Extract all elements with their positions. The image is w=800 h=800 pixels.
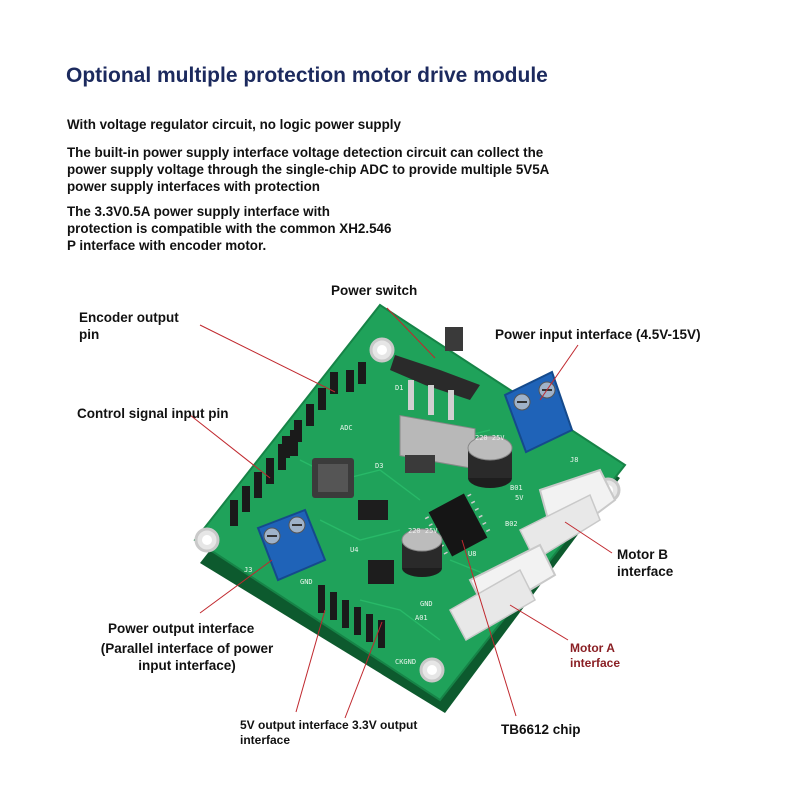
motor-a-connector [448, 543, 557, 642]
chip-u4 [368, 560, 394, 584]
silk-label: U4 [350, 546, 358, 554]
label-line: (Parallel interface of power [100, 641, 274, 656]
silk-label: B01 [510, 484, 523, 492]
leader-5v [295, 609, 326, 713]
label-tb6612: TB6612 chip [501, 722, 581, 737]
label-line: interface [617, 564, 674, 579]
silk-label: D1 [395, 384, 403, 392]
page-title: Optional multiple protection motor drive… [66, 64, 548, 87]
label-power-output: Power output interface [108, 621, 255, 636]
feature-voltage-regulator: With voltage regulator circuit, no logic… [67, 116, 401, 133]
silk-label: CKGND [395, 658, 416, 666]
leader-tb6612 [461, 539, 517, 717]
leader-control-signal [189, 414, 271, 479]
label-power-switch: Power switch [331, 283, 418, 298]
cap-marking: 220 25V [408, 527, 438, 535]
voltage-output-pins [318, 585, 385, 648]
silk-label: GND [300, 578, 313, 586]
leader-lines [189, 307, 613, 719]
cap-marking: 220 25V [475, 434, 505, 442]
feature-line: P interface with encoder motor. [67, 238, 267, 253]
control-pin-header [230, 430, 298, 526]
silkscreen-text: J3 J8 ADC GND U8 U4 D1 D3 B01 B02 A01 5V… [244, 384, 578, 666]
leader-motor-b [564, 521, 613, 554]
label-motor-a: Motor A interface [570, 641, 620, 671]
label-line: interface [240, 733, 291, 747]
tb6612-chip [424, 493, 491, 557]
mounting-holes [194, 337, 621, 683]
power-input-terminal [503, 370, 574, 454]
label-line: Motor B [617, 547, 668, 562]
silk-label: D3 [375, 462, 383, 470]
feature-line: The built-in power supply interface volt… [67, 145, 544, 160]
silk-label: GND [420, 600, 433, 608]
silk-label: A01 [415, 614, 428, 622]
leader-33v [344, 621, 383, 719]
label-line: interface [570, 656, 621, 670]
label-power-output-note: (Parallel interface of power input inter… [92, 640, 282, 674]
silk-label: B02 [505, 520, 518, 528]
capacitor-1: 220 25V [467, 434, 513, 488]
label-power-input: Power input interface (4.5V-15V) [495, 327, 701, 342]
silk-label: 5V [515, 494, 524, 502]
inductor [312, 458, 354, 498]
label-line: Encoder output [79, 310, 179, 325]
leader-power-output [199, 559, 273, 614]
silk-label: U8 [468, 550, 476, 558]
feature-line: power supply interfaces with protection [67, 179, 320, 194]
chip-regulator [358, 500, 388, 520]
label-motor-b: Motor B interface [617, 546, 673, 580]
silk-label: J8 [570, 456, 578, 464]
silk-label: ADC [340, 424, 353, 432]
feature-33v-interface: The 3.3V0.5A power supply interface with… [67, 203, 391, 254]
power-output-terminal [256, 508, 327, 582]
leader-motor-a [509, 604, 569, 641]
leader-encoder [199, 324, 336, 393]
feature-voltage-detection: The built-in power supply interface volt… [67, 144, 549, 195]
label-encoder-output: Encoder output pin [79, 309, 179, 343]
chip-small [405, 455, 435, 473]
leader-power-input [539, 344, 579, 401]
label-line: 5V output interface 3.3V output [240, 718, 418, 732]
label-5v-33v-output: 5V output interface 3.3V output interfac… [240, 718, 417, 748]
label-control-signal: Control signal input pin [77, 406, 229, 421]
capacitor-2: 220 25V [401, 527, 443, 577]
feature-line: With voltage regulator circuit, no logic… [67, 117, 401, 132]
silk-label: J3 [244, 566, 252, 574]
feature-line: protection is compatible with the common… [67, 221, 392, 236]
label-line: Motor A [570, 641, 615, 655]
feature-line: The 3.3V0.5A power supply interface with [67, 204, 330, 219]
label-line: input interface) [138, 658, 236, 673]
label-line: pin [79, 327, 100, 342]
leader-power-switch [386, 307, 436, 359]
feature-line: power supply voltage through the single-… [67, 162, 550, 177]
